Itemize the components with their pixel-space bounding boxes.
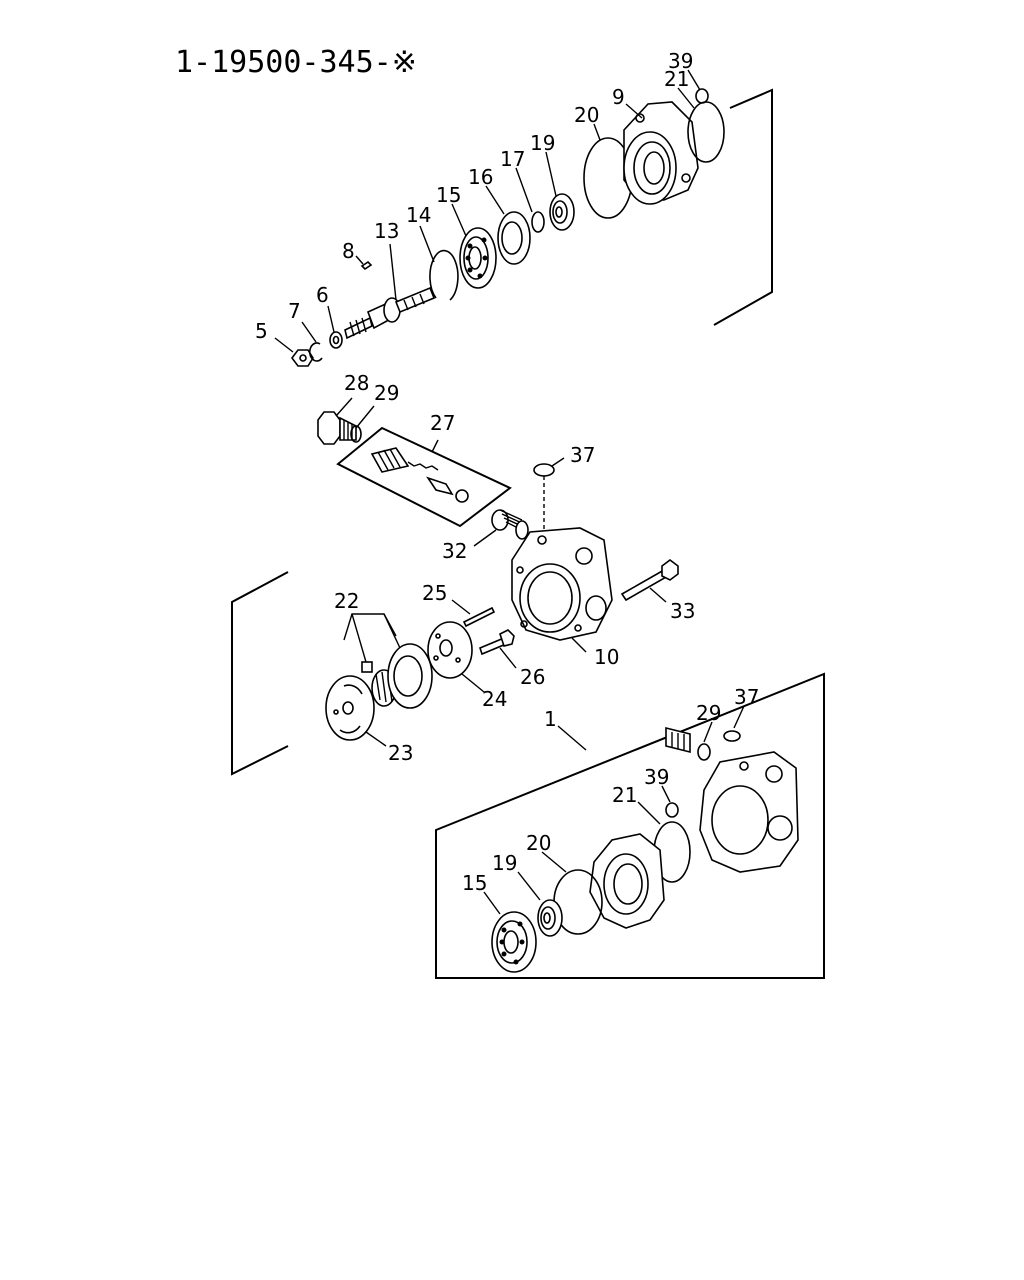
callout-16: 16 — [468, 165, 493, 189]
callout-13: 13 — [374, 219, 399, 243]
shaft-part-13 — [344, 286, 436, 340]
gear-ring-part — [387, 643, 433, 709]
callout-9: 9 — [612, 85, 625, 109]
washer-part-6 — [329, 331, 343, 349]
bolt-part-33 — [620, 559, 679, 602]
bolt-part-26 — [479, 629, 515, 656]
callout-8: 8 — [342, 239, 355, 263]
kit-housing — [589, 833, 665, 929]
kit-callout-1: 1 — [544, 707, 557, 731]
callout-28: 28 — [344, 371, 369, 395]
valve-kit-box-27 — [336, 426, 512, 528]
callout-29: 29 — [374, 381, 399, 405]
kit-o-ring-part-37 — [723, 730, 741, 742]
seal-part-16 — [497, 211, 531, 265]
bearing-part-15 — [459, 227, 497, 289]
callout-39: 39 — [668, 49, 693, 73]
callout-7: 7 — [288, 299, 301, 323]
callout-5: 5 — [255, 319, 268, 343]
nut-part-5 — [291, 349, 314, 367]
o-ring-part-29 — [350, 425, 362, 443]
pump-body-part-10 — [511, 527, 613, 641]
callout-17: 17 — [500, 147, 525, 171]
callout-15: 15 — [436, 183, 461, 207]
kit-callout-37: 37 — [734, 685, 759, 709]
gear-group: 22 24 23 — [231, 571, 507, 776]
callout-37: 37 — [570, 443, 595, 467]
callout-32: 32 — [442, 539, 467, 563]
small-bearing-part-19 — [549, 193, 575, 231]
kit-plug-part-29 — [665, 726, 691, 754]
callout-27: 27 — [430, 411, 455, 435]
kit-inset-group: 1 29 37 39 21 20 19 15 — [435, 672, 825, 979]
kit-small-bearing-part-19 — [537, 899, 563, 937]
upper-assembly-group: 5 7 6 8 13 14 15 16 17 19 20 9 21 39 — [255, 49, 773, 367]
plug-part-28 — [317, 411, 357, 445]
callout-24: 24 — [482, 687, 507, 711]
callout-6: 6 — [316, 283, 329, 307]
kit-bearing-part-15 — [491, 911, 537, 973]
key-part-8 — [360, 260, 373, 271]
snap-ring-part-14 — [429, 249, 459, 301]
kit-callout-21: 21 — [612, 783, 637, 807]
spring-part-32 — [491, 509, 529, 540]
callout-10: 10 — [594, 645, 619, 669]
kit-o-ring-part-29 — [697, 743, 711, 761]
o-ring-part-37 — [533, 463, 555, 477]
callout-20: 20 — [574, 103, 599, 127]
pin-part-25 — [462, 606, 496, 628]
o-ring-part-39 — [695, 88, 709, 104]
upper-frame-line — [713, 88, 773, 326]
diagram-title: 1-19500-345-※ — [175, 45, 417, 80]
callout-14: 14 — [406, 203, 431, 227]
kit-callout-20: 20 — [526, 831, 551, 855]
kit-callout-19: 19 — [492, 851, 517, 875]
kit-inset-frame — [435, 672, 825, 979]
callout-23: 23 — [388, 741, 413, 765]
callout-26: 26 — [520, 665, 545, 689]
side-plate-part-23 — [325, 675, 375, 741]
kit-callout-15: 15 — [462, 871, 487, 895]
callout-22: 22 — [334, 589, 359, 613]
callout-19: 19 — [530, 131, 555, 155]
callout-33: 33 — [670, 599, 695, 623]
gear-frame-line — [231, 571, 289, 776]
kit-callout-29: 29 — [696, 701, 721, 725]
plate-part-24 — [427, 621, 473, 679]
valve-spool-part — [370, 447, 469, 503]
valve-group: 28 29 27 37 32 33 10 25 26 — [317, 371, 695, 689]
kit-pump-body — [699, 751, 799, 873]
housing-part-9 — [623, 101, 699, 205]
lock-ring-part-7 — [308, 342, 323, 362]
kit-o-ring-part-39 — [665, 802, 679, 818]
snap-ring-part-17 — [531, 211, 545, 233]
callout-21: 21 — [664, 67, 689, 91]
kit-callout-39: 39 — [644, 765, 669, 789]
callout-25: 25 — [422, 581, 447, 605]
